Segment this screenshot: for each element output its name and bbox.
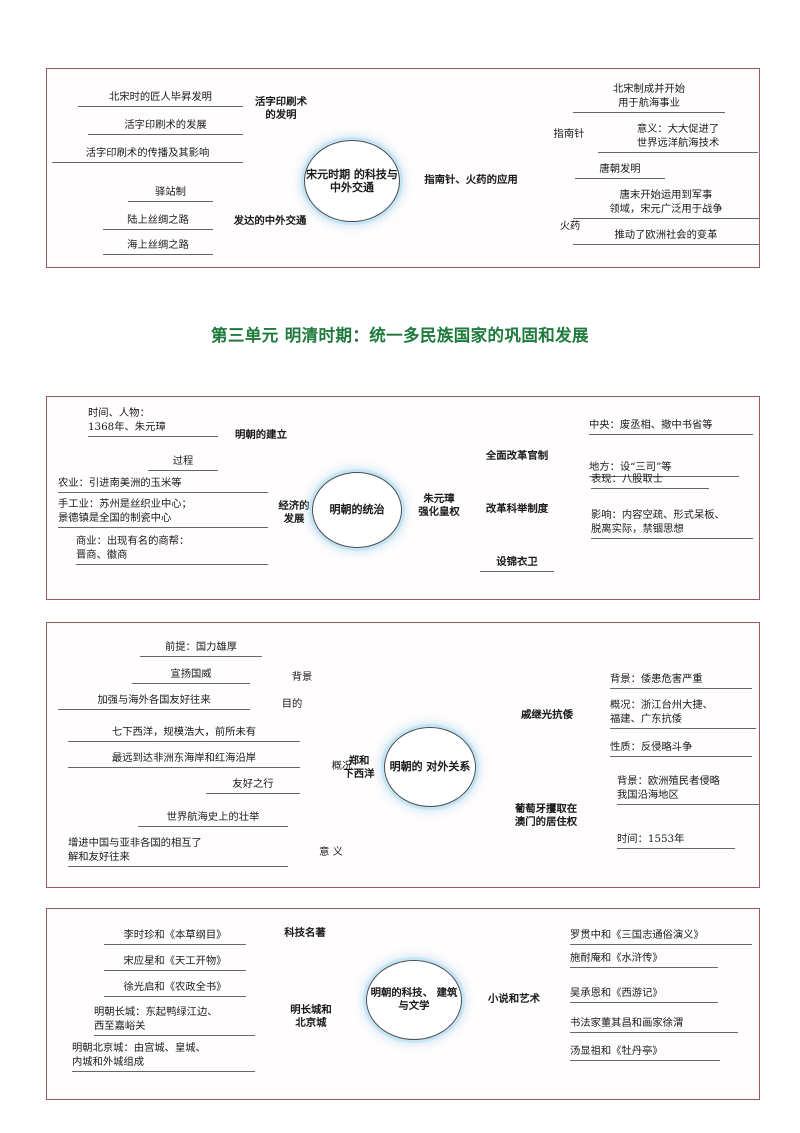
center-node-song-yuan: 宋元时期 的科技与 中外交通 [304, 140, 400, 222]
leaf-founding-2: 过程 [148, 455, 218, 471]
leaf-novel-5: 汤显祖和《牡丹亭》 [570, 1045, 720, 1061]
branch-label-zhenghe: 郑和 下西洋 [343, 755, 375, 780]
leaf-purpose-2: 加强与海外各国友好往来 [58, 694, 250, 710]
leaf-economy-3: 商业：出现有名的商帮： 晋商、徽商 [76, 535, 268, 565]
leaf-exam-manifestation: 表现：八股取士 [591, 473, 709, 489]
unit-title: 第三单元 明清时期：统一多民族国家的巩固和发展 [211, 326, 589, 345]
leaf-significance-2: 增进中国与亚非各国的相互了 解和友好往来 [68, 837, 288, 867]
branch-label-movable-type: 活字印刷术 的发明 [255, 96, 307, 121]
leaf-gunpowder-1: 唐朝发明 [575, 163, 665, 179]
leaf-greatwall: 明朝长城：东起鸭绿江边、 西至嘉峪关 [94, 1006, 255, 1036]
leaf-movable-type-2: 活字印刷术的发展 [88, 119, 243, 135]
leaf-macau-background: 背景：欧洲殖民者侵略 我国沿海地区 [617, 775, 759, 805]
leaf-overview-2: 最远到达非洲东海岸和红海沿岸 [68, 752, 300, 768]
branch-label-transport: 发达的中外交通 [233, 215, 307, 227]
leaf-compass-1: 北宋制成并开始 用于航海事业 [573, 83, 725, 113]
sublabel-jinyiwei: 设锦衣卫 [480, 556, 554, 572]
leaf-qijiguang-nature: 性质：反侵略斗争 [610, 741, 752, 757]
leaf-gunpowder-2: 唐末开始运用到军事 领域，宋元广泛用于战争 [573, 189, 759, 219]
leaf-movable-type-3: 活字印刷术的传播及其影响 [52, 147, 243, 163]
leaf-economy-1: 农业：引进南美洲的玉米等 [58, 477, 268, 493]
leaf-qijiguang-background: 背景：倭患危害严重 [610, 673, 752, 689]
sublabel-reform-exam: 改革科举制度 [485, 503, 549, 515]
mindmap-card-song-yuan [46, 68, 760, 268]
leaf-zhenghe-premise: 前提：国力雄厚 [140, 641, 262, 657]
leaf-founding-1: 时间、人物： 1368年、朱元璋 [88, 407, 218, 437]
leaf-novel-3: 吴承恩和《西游记》 [570, 987, 718, 1003]
sublabel-significance: 意 义 [319, 846, 343, 858]
branch-label-sci-works: 科技名著 [284, 927, 326, 939]
leaf-sci-3: 徐光启和《农政全书》 [104, 981, 246, 997]
sublabel-reform-officials: 全面改革官制 [485, 450, 549, 462]
center-node-foreign-relations: 明朝的 对外关系 [384, 727, 476, 807]
leaf-officials-central: 中央：废丞相、撤中书省等 [589, 419, 753, 435]
leaf-overview-1: 七下西洋，规模浩大，前所未有 [68, 726, 300, 742]
leaf-transport-2: 陆上丝绸之路 [103, 214, 213, 230]
sublabel-overview-zhenghe: 概况 [331, 760, 353, 772]
leaf-novel-1: 罗贯中和《三国志通俗演义》 [570, 929, 752, 945]
leaf-overview-3: 友好之行 [206, 778, 300, 794]
leaf-movable-type-1: 北宋时的匠人毕昇发明 [78, 91, 243, 107]
leaf-novel-4: 书法家董其昌和画家徐渭 [570, 1017, 738, 1033]
sublabel-compass: 指南针 [553, 128, 585, 140]
leaf-exam-impact: 影响：内容空疏、形式呆板、 脱离实际，禁锢思想 [591, 509, 753, 539]
branch-label-qijiguang: 戚继光抗倭 [521, 709, 573, 721]
leaf-economy-2: 手工业：苏州是丝织业中心； 景德镇是全国的制瓷中心 [58, 498, 268, 528]
leaf-gunpowder-3: 推动了欧洲社会的变革 [573, 229, 759, 245]
leaf-officials-local: 地方：设“三司”等 [589, 461, 739, 477]
branch-label-compass-gunpowder: 指南针、火药的应用 [424, 174, 518, 186]
leaf-compass-2: 意义：大大促进了 世界远洋航海技术 [598, 123, 758, 153]
branch-label-greatwall-beijing: 明长城和 北京城 [290, 1004, 332, 1029]
leaf-macau-time: 时间：1553年 [617, 833, 735, 849]
leaf-purpose-1: 宣扬国威 [132, 668, 250, 684]
branch-label-ming-founding: 明朝的建立 [235, 429, 287, 441]
sublabel-purpose: 目的 [281, 698, 303, 710]
leaf-novel-2: 施耐庵和《水浒传》 [570, 952, 718, 968]
leaf-sci-2: 宋应星和《天工开物》 [104, 955, 246, 971]
leaf-qijiguang-overview: 概况：浙江台州大捷、 福建、广东抗倭 [610, 699, 756, 729]
leaf-significance-1: 世界航海史上的壮举 [138, 811, 288, 827]
branch-label-imperial-power: 朱元璋 强化皇权 [418, 493, 460, 518]
branch-label-portuguese-macau: 葡萄牙攫取在 澳门的居住权 [514, 803, 578, 828]
leaf-sci-1: 李时珍和《本草纲目》 [104, 929, 246, 945]
center-node-ming-culture: 明朝的科技、 建筑与文学 [366, 960, 462, 1040]
leaf-transport-1: 驿站制 [128, 186, 213, 202]
mindmap-card-ming-rule [46, 396, 760, 600]
branch-label-novels-art: 小说和艺术 [488, 993, 540, 1005]
leaf-transport-3: 海上丝绸之路 [103, 239, 213, 255]
sublabel-background-zhenghe: 背景 [291, 671, 313, 683]
leaf-beijing-city: 明朝北京城：由宫城、皇城、 内城和外城组成 [72, 1042, 255, 1072]
center-node-ming-rule: 明朝的统治 [312, 472, 402, 548]
